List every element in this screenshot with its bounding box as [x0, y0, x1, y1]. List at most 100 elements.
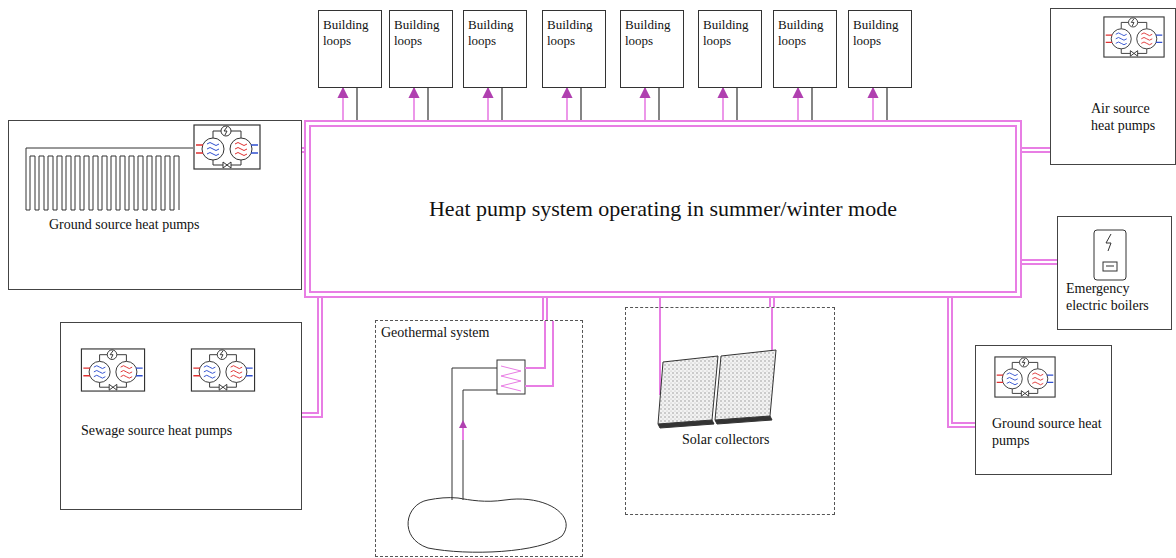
boiler-icon — [1094, 230, 1126, 280]
text-block: Solar collectors — [682, 432, 822, 449]
building-box: Building loops — [463, 10, 527, 88]
geothermal-well — [408, 321, 566, 552]
pipe-outer — [950, 298, 975, 425]
solar-panels — [658, 298, 776, 428]
supply-return-line — [414, 88, 428, 120]
building-box: Building loops — [848, 10, 912, 88]
supply-line — [872, 88, 874, 120]
text-block: Air source heat pumps — [1091, 101, 1171, 135]
return-line — [811, 88, 812, 120]
pipe-connector — [545, 298, 546, 320]
return-line — [501, 88, 502, 120]
pipe-connector — [950, 298, 975, 425]
ground-loop-coil — [26, 148, 179, 210]
return-line — [427, 88, 428, 120]
supply-return-line — [343, 88, 357, 120]
supply-return-line — [488, 88, 502, 120]
node-label: Solar collectors — [682, 432, 822, 449]
heat-pump-icon — [191, 349, 254, 391]
return-line — [356, 88, 357, 120]
supply-return-line — [645, 88, 659, 120]
text-block: Sewage source heat pumps — [81, 423, 291, 440]
text-block: Heat pump system operating in summer/win… — [343, 196, 983, 222]
pipe-inner — [544, 298, 546, 320]
ground-loop-header — [26, 148, 193, 149]
pipe-outer — [769, 298, 775, 307]
pipe-outer — [1022, 259, 1057, 265]
node-label: Ground source heat pumps — [49, 217, 249, 234]
building-box: Building loops — [773, 10, 837, 88]
building-box: Building loops — [698, 10, 762, 88]
heat-pump-icon — [194, 125, 260, 169]
text-block: Emergency electric boilers — [1066, 281, 1156, 315]
node-label: Building loops — [547, 17, 601, 50]
source-box: Ground source heat pumps — [975, 345, 1112, 475]
building-box: Building loops — [389, 10, 453, 88]
node-label: Ground source heat pumps — [992, 416, 1104, 450]
coil-loops — [26, 148, 179, 210]
node-label: Heat pump system operating in summer/win… — [343, 196, 983, 222]
text-block: Ground source heat pumps — [49, 217, 249, 234]
return-line — [886, 88, 887, 120]
return-line — [580, 88, 581, 120]
building-box: Building loops — [620, 10, 684, 88]
text-block: Building loops — [853, 17, 907, 50]
building-box: Building loops — [542, 10, 606, 88]
node-label: Emergency electric boilers — [1066, 281, 1156, 315]
node-label: Air source heat pumps — [1091, 101, 1171, 135]
return-line — [658, 88, 659, 120]
node-label: Building loops — [778, 17, 832, 50]
central-system-box: Heat pump system operating in summer/win… — [304, 120, 1022, 298]
source-box: Solar collectors — [625, 307, 835, 515]
pipe-outer — [542, 298, 548, 320]
supply-line — [566, 88, 568, 120]
text-block: Building loops — [703, 17, 757, 50]
text-block: Building loops — [625, 17, 679, 50]
heat-pump-icon — [1104, 17, 1164, 57]
node-label: Building loops — [853, 17, 907, 50]
pipe-inner — [1022, 149, 1050, 151]
text-block: Building loops — [778, 17, 832, 50]
node-label: Building loops — [703, 17, 757, 50]
supply-return-line — [798, 88, 812, 120]
node-label: Building loops — [323, 17, 377, 50]
source-box: Sewage source heat pumps — [60, 322, 302, 510]
text-block: Geothermal system — [381, 325, 531, 342]
heat-pump-icon — [81, 349, 144, 391]
pipe-connector — [302, 298, 320, 415]
pipe-inner — [950, 298, 975, 425]
text-block: Building loops — [547, 17, 601, 50]
pipe-inner — [302, 298, 320, 415]
node-label: Sewage source heat pumps — [81, 423, 291, 440]
pipe-outer — [1022, 147, 1050, 153]
supply-line — [342, 88, 344, 120]
text-block: Building loops — [468, 17, 522, 50]
text-block: Ground source heat pumps — [992, 416, 1104, 450]
heat-pump-icon — [995, 357, 1055, 397]
source-box: Geothermal system — [375, 320, 583, 557]
pipe-outer — [302, 298, 320, 415]
supply-return-line — [567, 88, 581, 120]
text-block: Building loops — [323, 17, 377, 50]
node-label: Building loops — [468, 17, 522, 50]
pipe-connector — [1022, 262, 1057, 263]
supply-line — [722, 88, 724, 120]
supply-line — [797, 88, 799, 120]
pipe-connector — [772, 298, 773, 307]
text-block: Building loops — [394, 17, 448, 50]
building-box: Building loops — [318, 10, 382, 88]
return-line — [736, 88, 737, 120]
supply-line — [413, 88, 415, 120]
pipe-inner — [1022, 261, 1057, 263]
source-box: Emergency electric boilers — [1057, 216, 1172, 330]
source-box: Ground source heat pumps — [8, 120, 302, 290]
node-label: Geothermal system — [381, 325, 531, 342]
pipe-connector — [1022, 150, 1050, 151]
node-label: Building loops — [394, 17, 448, 50]
supply-return-line — [723, 88, 737, 120]
supply-line — [644, 88, 646, 120]
node-label: Building loops — [625, 17, 679, 50]
supply-return-line — [873, 88, 887, 120]
pipe-inner — [771, 298, 773, 307]
